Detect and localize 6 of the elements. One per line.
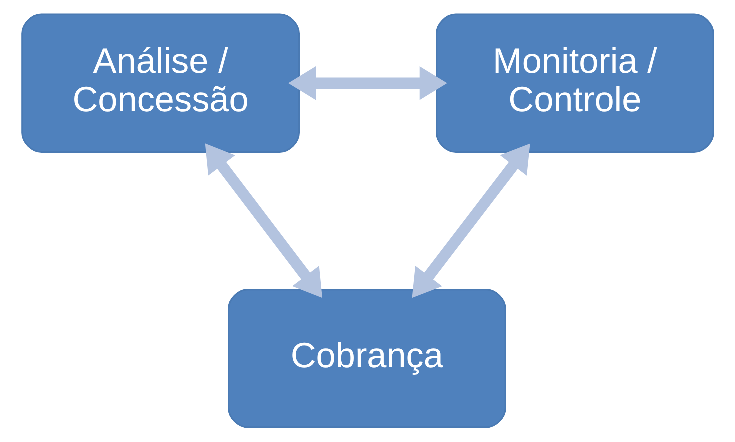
node-box: Análise / Concessão [21, 14, 300, 153]
arrow [288, 66, 447, 100]
arrow [204, 144, 322, 298]
node-box: Cobrança [228, 289, 506, 428]
node-box: Monitoria / Controle [436, 14, 714, 153]
arrow [412, 144, 530, 298]
